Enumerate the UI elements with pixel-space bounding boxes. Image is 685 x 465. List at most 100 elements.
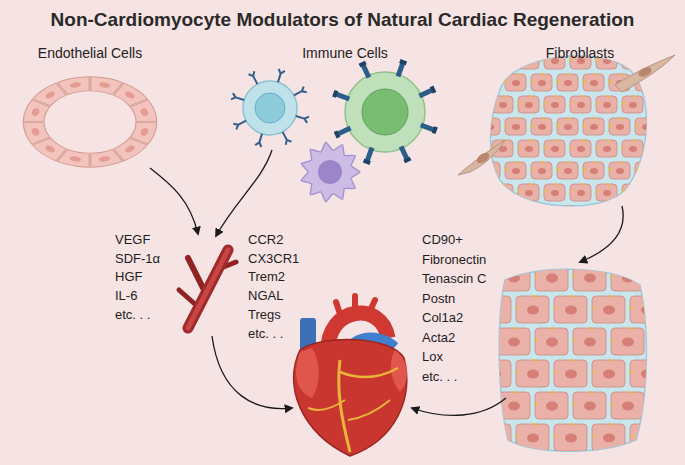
fibrotic-tissue (649, 456, 682, 465)
fibrotic-tissue (553, 295, 574, 310)
marker-name: etc. . . (422, 369, 457, 385)
fibrotic-tissue (610, 391, 631, 406)
immune-cells (231, 69, 309, 147)
fibrotic-tissue (535, 328, 568, 355)
fibroblast-tissue (637, 65, 653, 78)
fibrotic-tissue (648, 263, 669, 278)
fibrotic-tissue (489, 434, 501, 443)
blood-vessel (188, 250, 228, 328)
fibroblast-tissue (478, 205, 493, 215)
fibrotic-tissue (591, 423, 612, 438)
fibroblast-tissue (475, 151, 491, 166)
fibroblast-tissue (661, 162, 682, 179)
fibroblast-tissue (595, 183, 610, 193)
fibroblast-tissue (647, 183, 662, 193)
fibrotic-tissue (535, 264, 568, 291)
fibroblast-tissue (608, 117, 623, 127)
fibrotic-tissue (603, 434, 615, 443)
immune-cells (243, 81, 297, 135)
fibroblast-tissue (661, 206, 682, 223)
fibroblast-tissue (556, 205, 571, 215)
fibrotic-tissue (535, 392, 568, 419)
marker-name: Tenascin C (422, 271, 486, 287)
fibroblast-tissue (505, 74, 526, 91)
endothelial-ring (98, 82, 111, 89)
marker-name: Postn (422, 291, 455, 307)
fibroblast-tissue (595, 95, 610, 105)
fibrotic-tissue (648, 327, 669, 342)
fibroblast-tissue (557, 74, 578, 91)
immune-cells (318, 160, 342, 184)
marker-name: IL-6 (115, 288, 137, 304)
fibroblast-tissue (622, 52, 643, 69)
fibroblast-tissue (538, 80, 546, 86)
fibroblast-tissue (635, 206, 656, 223)
fibroblast-tissue (570, 96, 591, 113)
fibroblast-tissue (582, 161, 597, 171)
marker-name: VEGF (115, 232, 150, 248)
fibroblast-tissue (458, 140, 505, 175)
heart (336, 296, 375, 314)
fibroblast-tissue (530, 205, 545, 215)
fibroblast-tissue (603, 146, 611, 152)
fibroblast-tissue (629, 102, 637, 108)
marker-name: Lox (422, 349, 443, 365)
fibroblast-tissue (621, 51, 636, 61)
marker-name: Fibronectin (422, 252, 486, 268)
fibrotic-tissue (497, 456, 530, 465)
fibroblast-tissue (531, 118, 552, 135)
immune-cells (294, 87, 307, 96)
marker-name: CCR2 (248, 232, 283, 248)
fibroblast-tissue (486, 168, 494, 174)
fibroblast-tissue (596, 96, 617, 113)
arrow (150, 150, 623, 415)
immune-cells (231, 59, 438, 202)
fibroblast-tissue (544, 184, 565, 201)
arrow (216, 150, 272, 236)
marker-name: Col1a2 (422, 310, 463, 326)
fibroblast-tissue (525, 146, 533, 152)
fibroblast-tissue (661, 74, 682, 91)
marker-name: etc. . . (115, 307, 150, 323)
heart (296, 348, 319, 398)
immune-cells (301, 142, 360, 201)
fibroblast-tissue (629, 190, 637, 196)
fibrotic-tissue (629, 423, 650, 438)
fibroblast-tissue (504, 205, 519, 215)
fibroblast-tissue (544, 140, 565, 157)
fibroblast-tissue (530, 117, 545, 127)
arrow (412, 398, 506, 415)
fibroblast-tissue (582, 73, 597, 83)
fibrotic-tissue (573, 264, 606, 291)
fibroblast-tissue (648, 96, 669, 113)
fibroblast-tissue (504, 73, 519, 83)
fibroblast-tissue (622, 184, 643, 201)
fibroblast-tissue (479, 206, 500, 223)
fibroblast-tissue (492, 52, 513, 69)
fibroblast-tissue (479, 118, 500, 135)
fibrotic-tissue (546, 338, 558, 347)
fibroblast-tissue (505, 118, 526, 135)
fibrotic-tissue (629, 359, 650, 374)
fibrotic-tissue (497, 264, 530, 291)
fibrotic-tissue (622, 338, 634, 347)
fibroblast-tissue (564, 80, 572, 86)
immune-cells (296, 116, 309, 123)
blood-vessel (188, 258, 204, 290)
fibroblast-tissue (647, 95, 662, 105)
fibroblast-tissue (564, 124, 572, 130)
fibroblast-tissue (583, 74, 604, 91)
fibroblast-tissue (648, 184, 669, 201)
fibrotic-tissue (572, 263, 593, 278)
marker-name: HGF (115, 269, 142, 285)
immune-cells (255, 93, 285, 123)
fibroblast-tissue (655, 102, 663, 108)
immune-cells (255, 134, 262, 147)
endothelial-ring (139, 127, 149, 136)
fibrotic-tissue (508, 402, 520, 411)
fibroblast-tissue (655, 146, 663, 152)
fibroblast-tissue (582, 205, 597, 215)
marker-name: Trem2 (248, 269, 285, 285)
fibrotic-tissue (553, 359, 574, 374)
fibrotic-tissue (592, 360, 625, 387)
